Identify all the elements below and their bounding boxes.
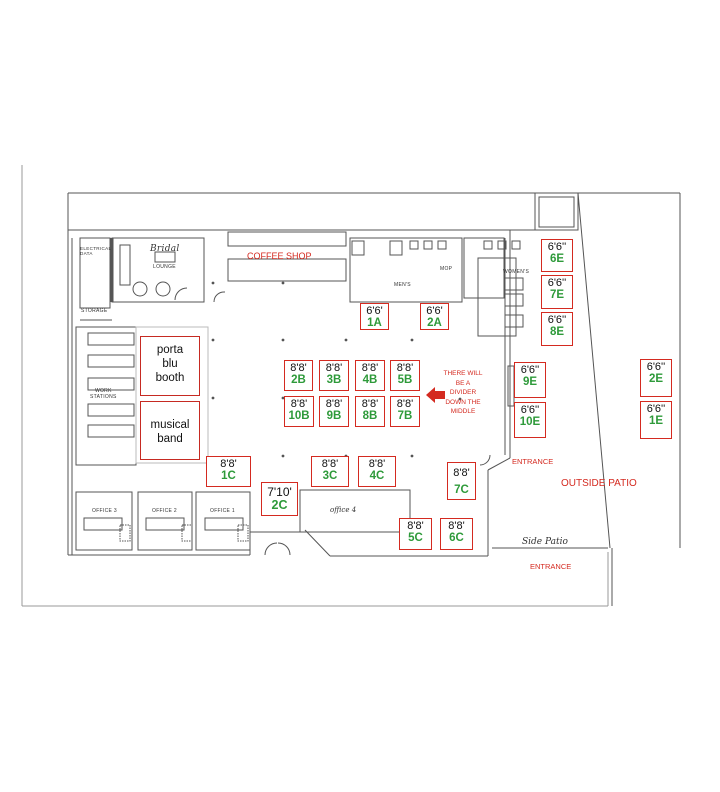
booth-4C[interactable]: 8'8'4C bbox=[358, 456, 396, 487]
booth-size: 8'8' bbox=[325, 398, 343, 410]
booth-id: 4C bbox=[369, 470, 385, 482]
booth-6C[interactable]: 8'8'6C bbox=[440, 518, 473, 550]
booth-size: 8'8' bbox=[361, 362, 379, 374]
booth-3C[interactable]: 8'8'3C bbox=[311, 456, 349, 487]
booth-2B[interactable]: 8'8'2B bbox=[284, 360, 313, 391]
booth-id: 1E bbox=[648, 415, 664, 427]
booth-10E[interactable]: 6'6''10E bbox=[514, 402, 546, 438]
booth-id: 10B bbox=[288, 410, 310, 422]
booth-id: 8E bbox=[549, 326, 565, 338]
booth-2E[interactable]: 6'6''2E bbox=[640, 359, 672, 397]
booth-8B[interactable]: 8'8'8B bbox=[355, 396, 385, 427]
booth-id: 1C bbox=[221, 470, 236, 482]
booth-4B[interactable]: 8'8'4B bbox=[355, 360, 385, 391]
storage-label: STORAGE bbox=[81, 308, 108, 314]
booth-id: 2E bbox=[648, 373, 664, 385]
mens-label: MEN'S bbox=[394, 282, 411, 288]
booth-2A[interactable]: 6'6'2A bbox=[420, 303, 449, 330]
booth-7E[interactable]: 6'6''7E bbox=[541, 275, 573, 309]
booth-5C[interactable]: 8'8'5C bbox=[399, 518, 432, 550]
booth-size: 8'8' bbox=[290, 398, 308, 410]
entrance-bottom-label: ENTRANCE bbox=[530, 562, 572, 571]
mop-label: MOP bbox=[440, 266, 453, 272]
booth-size: 6'6' bbox=[366, 305, 383, 317]
booth-id: 9E bbox=[522, 376, 538, 388]
booth-9E[interactable]: 6'6''9E bbox=[514, 362, 546, 398]
booth-size: 8'8' bbox=[220, 458, 237, 470]
booth-id: 9B bbox=[326, 410, 342, 422]
booth-1C[interactable]: 8'8'1C bbox=[206, 456, 251, 487]
office1-label: OFFICE 1 bbox=[210, 508, 235, 514]
divider-note: THERE WILL BE A DIVIDER DOWN THE MIDDLE bbox=[443, 370, 483, 415]
booth-6E[interactable]: 6'6''6E bbox=[541, 239, 573, 272]
booth-id: 8B bbox=[362, 410, 378, 422]
booth-size: 8'8' bbox=[396, 398, 414, 410]
office2-label: OFFICE 2 bbox=[152, 508, 177, 514]
booth-id: 2C bbox=[271, 498, 288, 512]
womens-label: WOMEN'S bbox=[503, 269, 530, 275]
office4-label: office 4 bbox=[330, 506, 357, 514]
booth-size: 6'6'' bbox=[520, 404, 540, 416]
booth-1A[interactable]: 6'6'1A bbox=[360, 303, 389, 330]
divider-arrow-icon bbox=[426, 387, 445, 403]
side-patio-label: Side Patio bbox=[522, 537, 568, 547]
booth-size: 6'6'' bbox=[547, 277, 567, 289]
booth-7C[interactable]: 8'8' 7C bbox=[447, 462, 476, 500]
booth-size: 7'10' bbox=[267, 485, 292, 499]
booth-id: 2B bbox=[291, 374, 306, 386]
booth-size: 6'6'' bbox=[646, 361, 666, 373]
booth-size: 8'8' bbox=[361, 398, 379, 410]
booth-id: 3B bbox=[326, 374, 342, 386]
booth-id: 10E bbox=[519, 416, 541, 428]
booth-1E[interactable]: 6'6''1E bbox=[640, 401, 672, 439]
coffee-shop-label: COFFEE SHOP bbox=[247, 251, 312, 261]
booth-size: 8'8' bbox=[407, 520, 424, 532]
booth-size: 6'6'' bbox=[547, 241, 567, 253]
booth-size: 8'8' bbox=[290, 362, 307, 374]
booth-id: 5B bbox=[397, 374, 413, 386]
booth-id: 6C bbox=[449, 532, 464, 544]
porta-blu-booth-area: porta blu booth bbox=[140, 336, 200, 396]
booth-size: 8'8' bbox=[321, 458, 339, 470]
lounge-label: LOUNGE bbox=[153, 264, 176, 270]
booth-size: 6'6' bbox=[426, 305, 443, 317]
booth-7B[interactable]: 8'8'7B bbox=[390, 396, 420, 427]
booth-size: 8'8' bbox=[453, 467, 470, 479]
booth-size: 8'8' bbox=[325, 362, 343, 374]
booth-size: 8'8' bbox=[396, 362, 414, 374]
booth-9B[interactable]: 8'8'9B bbox=[319, 396, 349, 427]
booth-id: 1A bbox=[367, 317, 382, 329]
work-stations-label: WORK STATIONS bbox=[90, 388, 117, 400]
booth-id: 7C bbox=[454, 484, 469, 496]
booth-10B[interactable]: 8'8'10B bbox=[284, 396, 314, 427]
entrance-right-label: ENTRANCE bbox=[512, 457, 554, 466]
booth-size: 6'6'' bbox=[520, 364, 540, 376]
outside-patio-label: OUTSIDE PATIO bbox=[561, 478, 637, 489]
booth-size: 8'8' bbox=[448, 520, 465, 532]
booth-id: 4B bbox=[362, 374, 378, 386]
bridal-label: Bridal bbox=[150, 244, 180, 254]
musical-band-area: musical band bbox=[140, 401, 200, 460]
electrical-label: ELECTRICAL DATA bbox=[80, 246, 112, 256]
booth-size: 6'6'' bbox=[547, 314, 567, 326]
booth-8E[interactable]: 6'6''8E bbox=[541, 312, 573, 346]
booth-id: 2A bbox=[427, 317, 442, 329]
booth-3B[interactable]: 8'8'3B bbox=[319, 360, 349, 391]
booth-id: 7B bbox=[397, 410, 413, 422]
booth-id: 6E bbox=[549, 253, 565, 265]
booth-id: 5C bbox=[408, 532, 423, 544]
booth-id: 3C bbox=[322, 470, 338, 482]
booth-size: 6'6'' bbox=[646, 403, 666, 415]
office3-label: OFFICE 3 bbox=[92, 508, 117, 514]
booth-id: 7E bbox=[549, 289, 565, 301]
booth-2C[interactable]: 7'10'2C bbox=[261, 482, 298, 516]
booth-size: 8'8' bbox=[368, 458, 386, 470]
booth-5B[interactable]: 8'8'5B bbox=[390, 360, 420, 391]
